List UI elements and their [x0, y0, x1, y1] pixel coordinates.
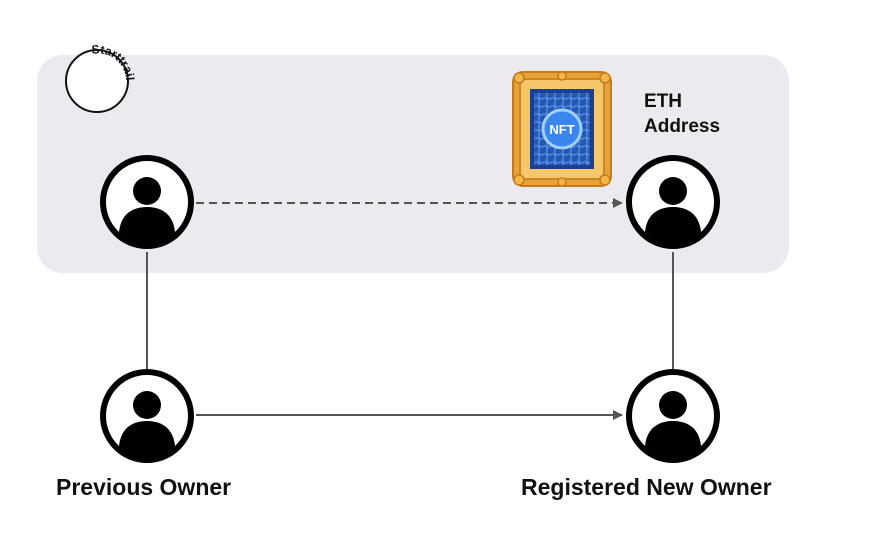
new-owner-avatar-bottom [626, 369, 720, 463]
previous-owner-avatar-bottom [100, 369, 194, 463]
eth-address-line1: ETH [644, 91, 682, 112]
eth-address-line2: Address [644, 116, 721, 137]
nft-framed-picture-icon: NFT [512, 71, 612, 187]
previous-owner-avatar-top [100, 155, 194, 249]
new-owner-avatar-top [626, 155, 720, 249]
starttrail-logo-icon: Starttrail [65, 44, 137, 113]
registered-new-owner-label: Registered New Owner [521, 474, 772, 500]
eth-address-label: ETH Address [644, 89, 720, 139]
nft-badge-text: NFT [549, 122, 574, 137]
previous-owner-label: Previous Owner [56, 474, 232, 500]
